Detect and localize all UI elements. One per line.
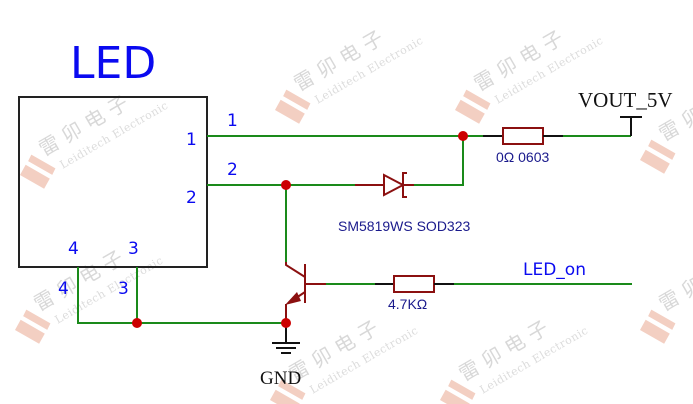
led-on-net-label: LED_on xyxy=(523,260,586,280)
wire-pin4[interactable] xyxy=(77,267,286,324)
pin-label-inside-1: 1 xyxy=(186,130,197,150)
junction-dot xyxy=(458,131,468,141)
watermark: 雷 卯 电 子 Leiditech Electronic xyxy=(20,91,171,189)
resistor-4k7-value: 4.7KΩ xyxy=(388,296,427,312)
transistor-collector xyxy=(285,262,306,278)
resistor-0ohm-body[interactable] xyxy=(502,127,544,145)
power-port-icon xyxy=(620,116,642,136)
npn-transistor[interactable] xyxy=(285,185,326,323)
ground-icon xyxy=(272,323,300,354)
resistor-0ohm-value: 0Ω 0603 xyxy=(496,149,550,165)
emitter-arrow-icon xyxy=(285,292,301,305)
net-vout xyxy=(207,116,642,145)
pin-label-inside-2: 2 xyxy=(186,188,197,208)
watermark-cn: 雷 卯 电 子 xyxy=(654,246,693,316)
wire-diode-to-vout[interactable] xyxy=(414,136,464,186)
watermark-logo-icon xyxy=(640,139,676,174)
diagram-title: LED xyxy=(70,38,156,89)
watermark: 雷 卯 电 子 xyxy=(640,246,693,344)
led-component-box[interactable] xyxy=(18,96,208,268)
diode-anode-triangle-icon xyxy=(383,173,406,197)
net-pin2 xyxy=(207,136,464,198)
junction-dot xyxy=(132,318,142,328)
gnd-net-label: GND xyxy=(260,368,301,389)
watermark: 雷 卯 电 子 Leiditech Electronic xyxy=(275,26,426,124)
watermark-logo-icon xyxy=(440,379,476,404)
vout-net-label: VOUT_5V xyxy=(578,88,673,112)
net-led-on xyxy=(326,275,632,293)
watermark: 雷 卯 电 子 Leiditech Electronic xyxy=(440,316,591,404)
watermark: 雷 卯 电 子 Leiditech Electronic xyxy=(15,246,166,344)
watermark: 雷 卯 电 子 Leiditech Electronic xyxy=(455,26,606,124)
pin-label-outside-3: 3 xyxy=(118,279,129,299)
watermark-logo-icon xyxy=(270,379,306,404)
junction-dot xyxy=(281,318,291,328)
resistor-4k7-body[interactable] xyxy=(393,275,435,293)
pin-label-inside-3: 3 xyxy=(128,239,139,259)
watermark-logo-icon xyxy=(640,309,676,344)
net-gnd xyxy=(77,267,300,354)
pin-label-outside-2: 2 xyxy=(227,160,238,180)
pin-label-outside-4: 4 xyxy=(58,279,69,299)
watermark-logo-icon xyxy=(15,309,51,344)
pin-label-outside-1: 1 xyxy=(227,111,238,131)
junction-dot xyxy=(281,180,291,190)
pin-label-inside-4: 4 xyxy=(68,239,79,259)
diode-part-label: SM5819WS SOD323 xyxy=(338,218,470,234)
